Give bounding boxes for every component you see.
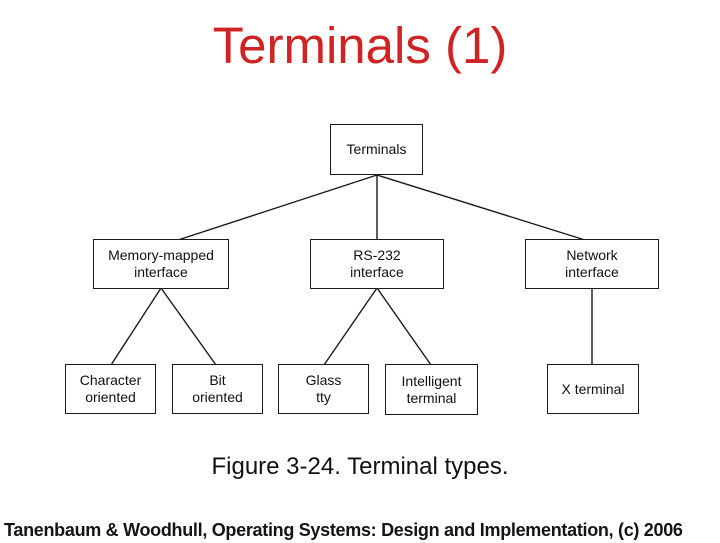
- attribution-footer: Tanenbaum & Woodhull, Operating Systems:…: [4, 520, 683, 540]
- edge-terminals-network: [376, 174, 586, 241]
- node-character-oriented: Character oriented: [65, 364, 156, 414]
- node-memory-mapped-interface: Memory-mapped interface: [93, 239, 229, 289]
- node-network-interface: Network interface: [525, 239, 659, 289]
- node-rs-232-interface: RS-232 interface: [310, 239, 444, 289]
- node-terminals: Terminals: [330, 124, 423, 175]
- node-bit-oriented: Bit oriented: [172, 364, 263, 414]
- edge-rs-232-intelligent: [376, 287, 432, 366]
- slide-title: Terminals (1): [212, 17, 508, 74]
- node-x-terminal: X terminal: [547, 364, 639, 414]
- edge-memory-mapped-character: [110, 287, 162, 366]
- edge-rs-232-glass-tty: [323, 287, 378, 366]
- edge-terminals-memory-mapped: [177, 174, 378, 241]
- node-glass-tty: Glass tty: [278, 364, 369, 414]
- figure-caption: Figure 3-24. Terminal types.: [211, 453, 509, 480]
- edge-memory-mapped-bit: [160, 287, 217, 366]
- node-intelligent-terminal: Intelligent terminal: [385, 364, 478, 415]
